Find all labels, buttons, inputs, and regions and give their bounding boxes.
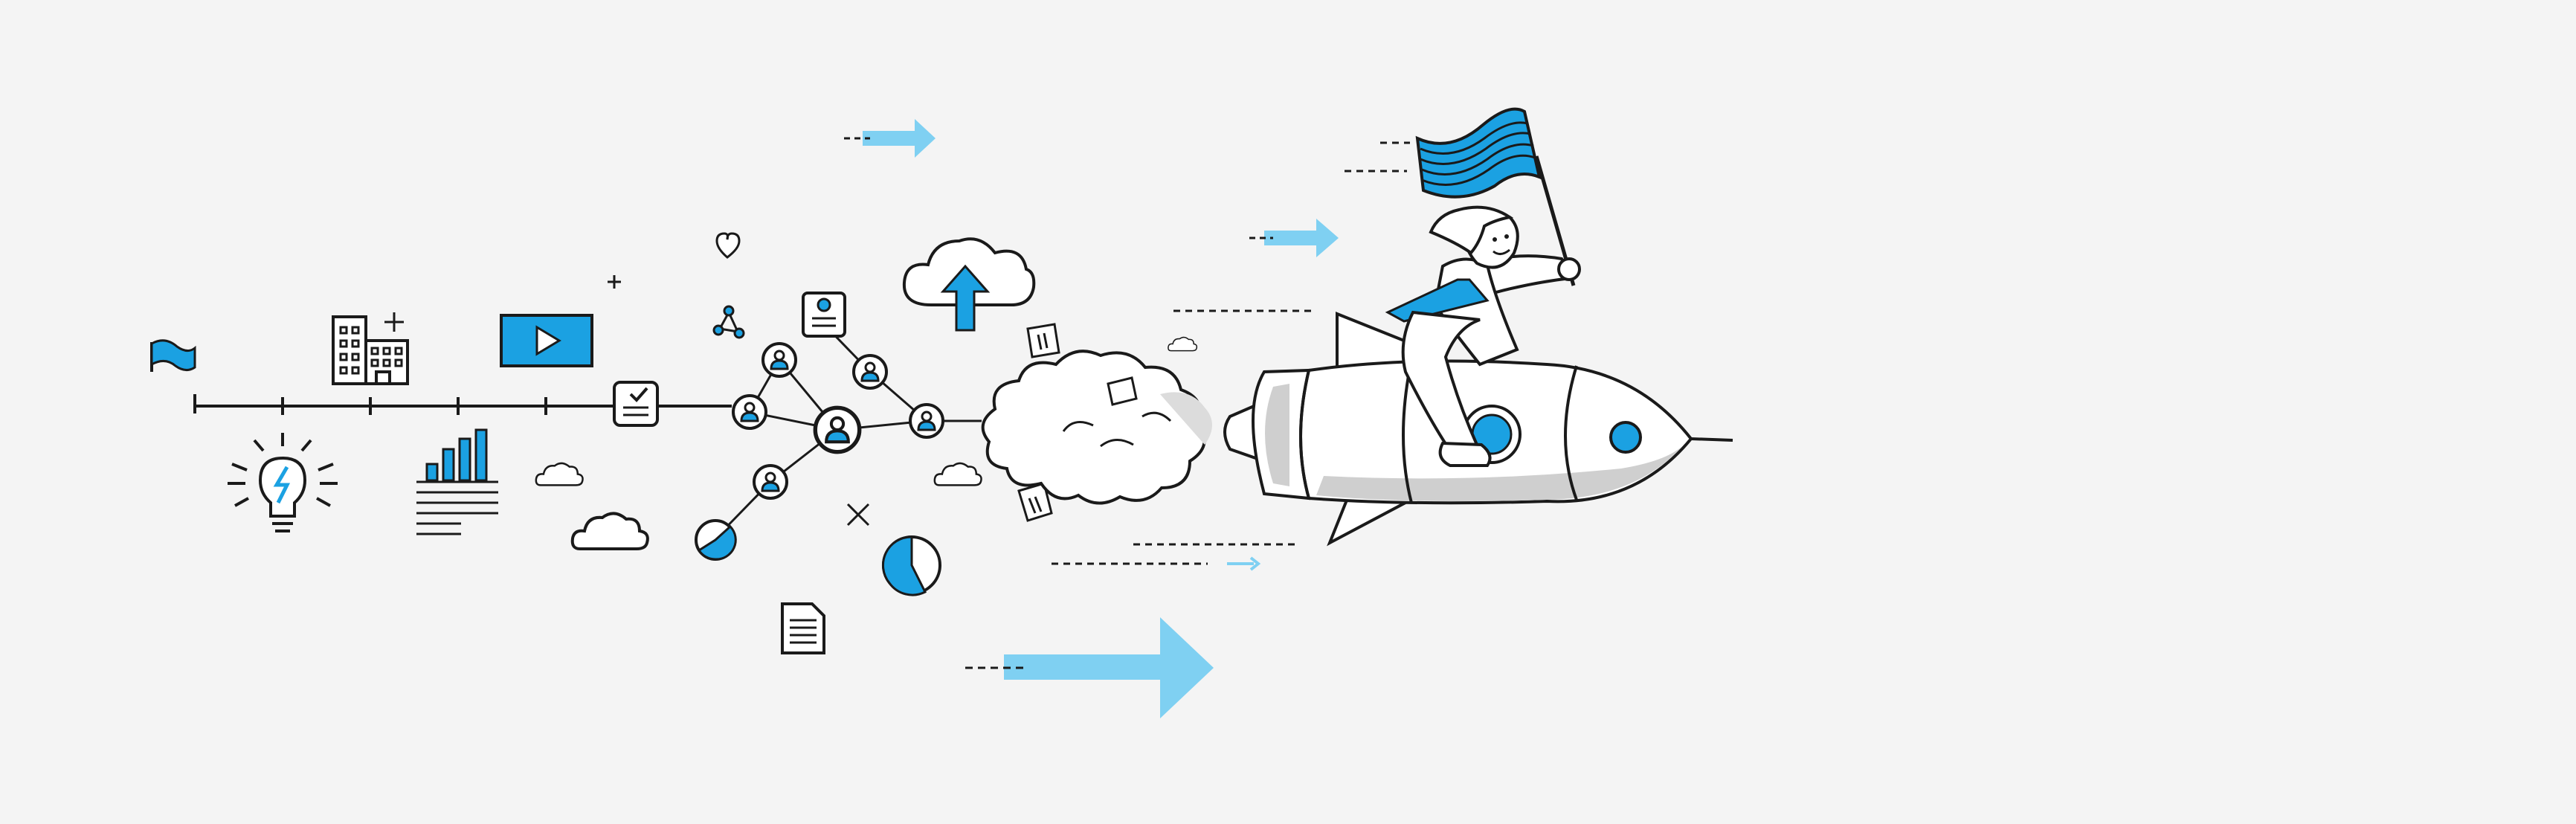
close-icon [846,503,870,527]
person-node-icon [753,464,788,500]
person-node-icon [761,342,797,378]
office-building-icon [332,312,409,385]
heart-icon [715,232,741,259]
lightbulb-idea-icon [228,433,338,532]
person-node-icon [852,354,888,390]
face [1429,205,1519,269]
person-node-icon [815,408,859,451]
checklist-icon [613,381,659,427]
profile-card-icon [802,292,846,338]
person-node-icon [732,394,767,430]
speed-arrows [844,119,1339,718]
bar-chart-icon [416,428,498,535]
arrow-icon [1249,219,1339,257]
pie-chart-icon [695,519,737,561]
paper-icon [1026,323,1060,358]
video-play-icon [500,314,593,367]
arrow-icon [844,119,936,158]
exhaust-smoke [981,350,1212,505]
rider-person [1385,107,1581,467]
pie-chart-icon [881,535,941,596]
person-node-icon [909,403,944,439]
document-icon [781,602,825,654]
cloud-upload-icon [902,237,1036,332]
plus-icon [608,275,621,289]
start-flag-icon [150,339,196,372]
arrow-icon [1227,556,1261,571]
timeline [193,394,732,415]
porthole-window [1609,421,1642,454]
speed-lines [1052,141,1410,565]
share-icon [712,305,745,339]
arrow-icon [965,617,1214,718]
victory-flag-icon [1415,107,1542,199]
paper-icon [1017,482,1053,522]
